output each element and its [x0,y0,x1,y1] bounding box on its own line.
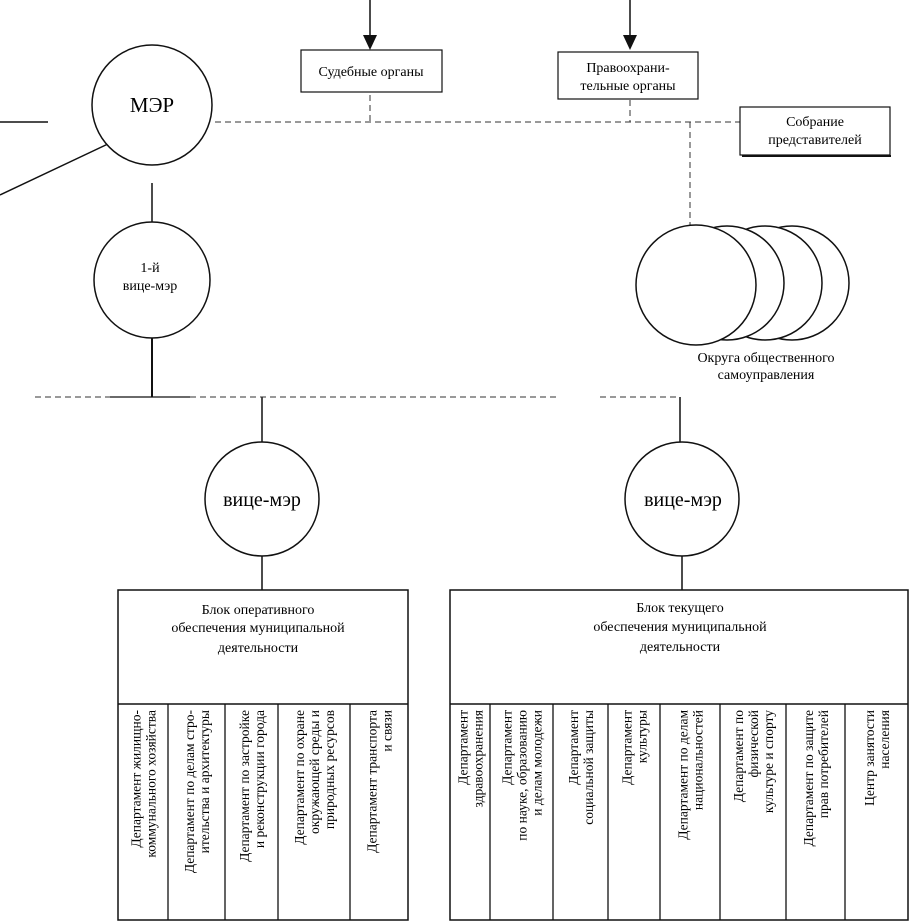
block-right-department-2-line-2: по науке, образованию [515,710,530,841]
left-deputy-circle [204,441,320,557]
block-right-department-4-line-2: культуры [635,710,650,763]
block-right-department-3-line-1: Департамент [566,710,581,785]
block-left-box [117,589,409,921]
block-left-line2: обеспечения муниципальной [171,621,345,636]
block-left-department-3-line-2: и реконструкции города [252,710,267,848]
mayor-diagonal-line [0,142,111,196]
block-right-box [449,589,909,921]
block-right-line1: Блок текущего [636,601,723,616]
law-enforcement-box [557,51,699,100]
block-left-department-2-line-2: ительства и архитектуры [197,710,212,853]
law-enforcement-line1: Правоохрани- [586,61,670,76]
block-left-department-3-line-1: Департамент по застройке [237,710,252,862]
block-left-department-5-line-1: Департамент транспорта [365,710,380,853]
block-left-department-1-line-1: Департамент жилищно- [129,709,144,847]
block-right-department-6-line-1: Департамент по [731,710,746,802]
block-left-line3: деятельности [218,641,299,656]
block-left-department-5-line-2: и связи [380,710,395,752]
block-right-department-5-line-2: национальностей [691,710,706,810]
block-left-line1: Блок оперативного [202,603,315,618]
block-left-department-2-line-1: Департамент по делам стро- [182,709,197,873]
block-left-department-1-line-2: коммунального хозяйства [144,710,159,858]
block-right-department-7-line-2: прав потребителей [816,710,831,818]
mayor-circle [91,44,213,166]
block-left-department-4-line-1: Департамент по охране [292,710,307,845]
district-circle-1 [635,224,757,346]
assembly-line1: Собрание [786,115,844,130]
block-right-department-8-line-2: населения [877,710,892,769]
courts-label: Судебные органы [318,65,424,80]
block-right-department-1-line-1: Департамент [456,710,471,785]
block-left-department-4-line-2: окружающей среды и [307,710,322,834]
arrow-law-head [623,35,637,50]
left-deputy-label: вице-мэр [223,489,301,511]
block-right-department-5-line-1: Департамент по делам [676,710,691,840]
first-deputy-line2: вице-мэр [123,279,178,294]
block-right-line3: деятельности [640,640,721,655]
right-deputy-label: вице-мэр [644,489,722,511]
block-right-department-3-line-2: социальной защиты [581,710,596,825]
districts-line2: самоуправления [718,368,815,383]
block-right-department-6-line-2: физической [746,710,761,778]
mayor-label: МЭР [130,93,174,117]
first-deputy-line1: 1-й [140,261,160,276]
first-deputy-circle [93,221,211,339]
block-right-department-7-line-1: Департамент по защите [801,710,816,846]
block-right-line2: обеспечения муниципальной [593,620,767,635]
assembly-box [739,106,891,156]
block-right-department-4-line-1: Департамент [620,710,635,785]
assembly-line2: представителей [768,133,862,148]
law-enforcement-line2: тельные органы [580,79,676,94]
block-right-department-8-line-1: Центр занятости [862,710,877,806]
block-right-department-2-line-3: и делам молодежи [530,710,545,816]
block-right-department-6-line-3: культуре и спорту [761,710,776,813]
right-deputy-circle [624,441,740,557]
block-left-department-4-line-3: природных ресурсов [322,710,337,829]
arrow-courts-head [363,35,377,50]
districts-line1: Округа общественного [697,351,834,366]
block-right-department-2-line-1: Департамент [500,710,515,785]
courts-box [300,49,443,93]
block-right-department-1-line-2: здравоохранения [471,710,486,808]
